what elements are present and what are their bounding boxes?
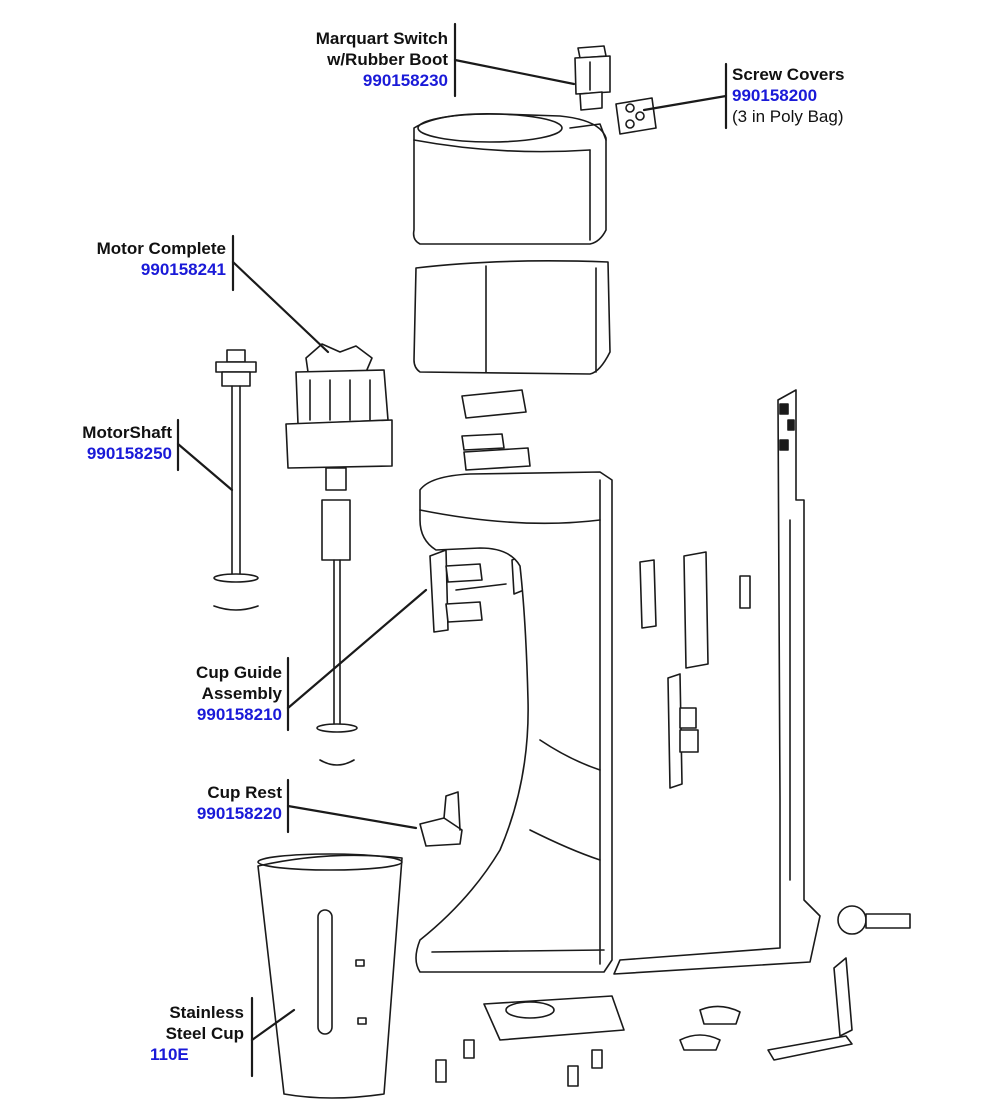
screw-covers-callout: Screw Covers 990158200 (3 in Poly Bag) — [732, 64, 932, 127]
marquart-switch-name-line2: w/Rubber Boot — [327, 50, 448, 69]
screw-covers-part-number: 990158200 — [732, 86, 818, 105]
cup-rest-name: Cup Rest — [207, 783, 282, 802]
cup-guide-callout: Cup Guide Assembly 990158210 — [110, 662, 282, 725]
steel-cup-name-line1: Stainless — [169, 1003, 244, 1022]
main-body-part — [415, 471, 613, 973]
screw-covers-name: Screw Covers — [732, 65, 845, 84]
screw-covers-note: (3 in Poly Bag) — [732, 107, 844, 126]
leader-lines — [176, 22, 728, 1078]
wrap-cover-part — [413, 260, 611, 375]
motor-shaft-callout: MotorShaft 990158250 — [20, 422, 172, 464]
steel-cup-part — [257, 853, 403, 1099]
motor-complete-part-number: 990158241 — [140, 260, 226, 279]
marquart-switch-part-number: 990158230 — [362, 71, 448, 90]
cup-rest-part — [419, 791, 463, 847]
motor-shaft-name: MotorShaft — [82, 423, 172, 442]
base-parts — [435, 957, 853, 1087]
steel-cup-name-line2: Steel Cup — [165, 1024, 244, 1043]
top-housing-part — [412, 112, 607, 245]
motor-complete-name: Motor Complete — [96, 239, 226, 258]
motor-shaft-part-number: 990158250 — [86, 444, 172, 463]
steel-cup-callout: Stainless Steel Cup 110E — [90, 1002, 244, 1065]
motor-shaft-part — [213, 349, 259, 611]
cup-guide-part-number: 990158210 — [196, 705, 282, 724]
cup-guide-name-line2: Assembly — [201, 684, 282, 703]
clip-parts — [461, 389, 531, 471]
rear-frame-part — [613, 389, 821, 975]
motor-part — [285, 343, 393, 766]
marquart-switch-callout: Marquart Switch w/Rubber Boot 990158230 — [270, 28, 448, 91]
marquart-switch-part — [574, 45, 611, 111]
cup-rest-callout: Cup Rest 990158220 — [110, 782, 282, 824]
knob-part — [837, 905, 911, 935]
motor-complete-callout: Motor Complete 990158241 — [46, 238, 226, 280]
cup-rest-part-number: 990158220 — [196, 804, 282, 823]
marquart-switch-name-line1: Marquart Switch — [315, 29, 448, 48]
cup-guide-name-line1: Cup Guide — [196, 663, 282, 682]
cup-guide-part — [429, 549, 525, 633]
screw-covers-part — [615, 97, 657, 135]
steel-cup-part-number: 110E — [150, 1045, 189, 1064]
circuit-board-parts — [639, 551, 751, 789]
